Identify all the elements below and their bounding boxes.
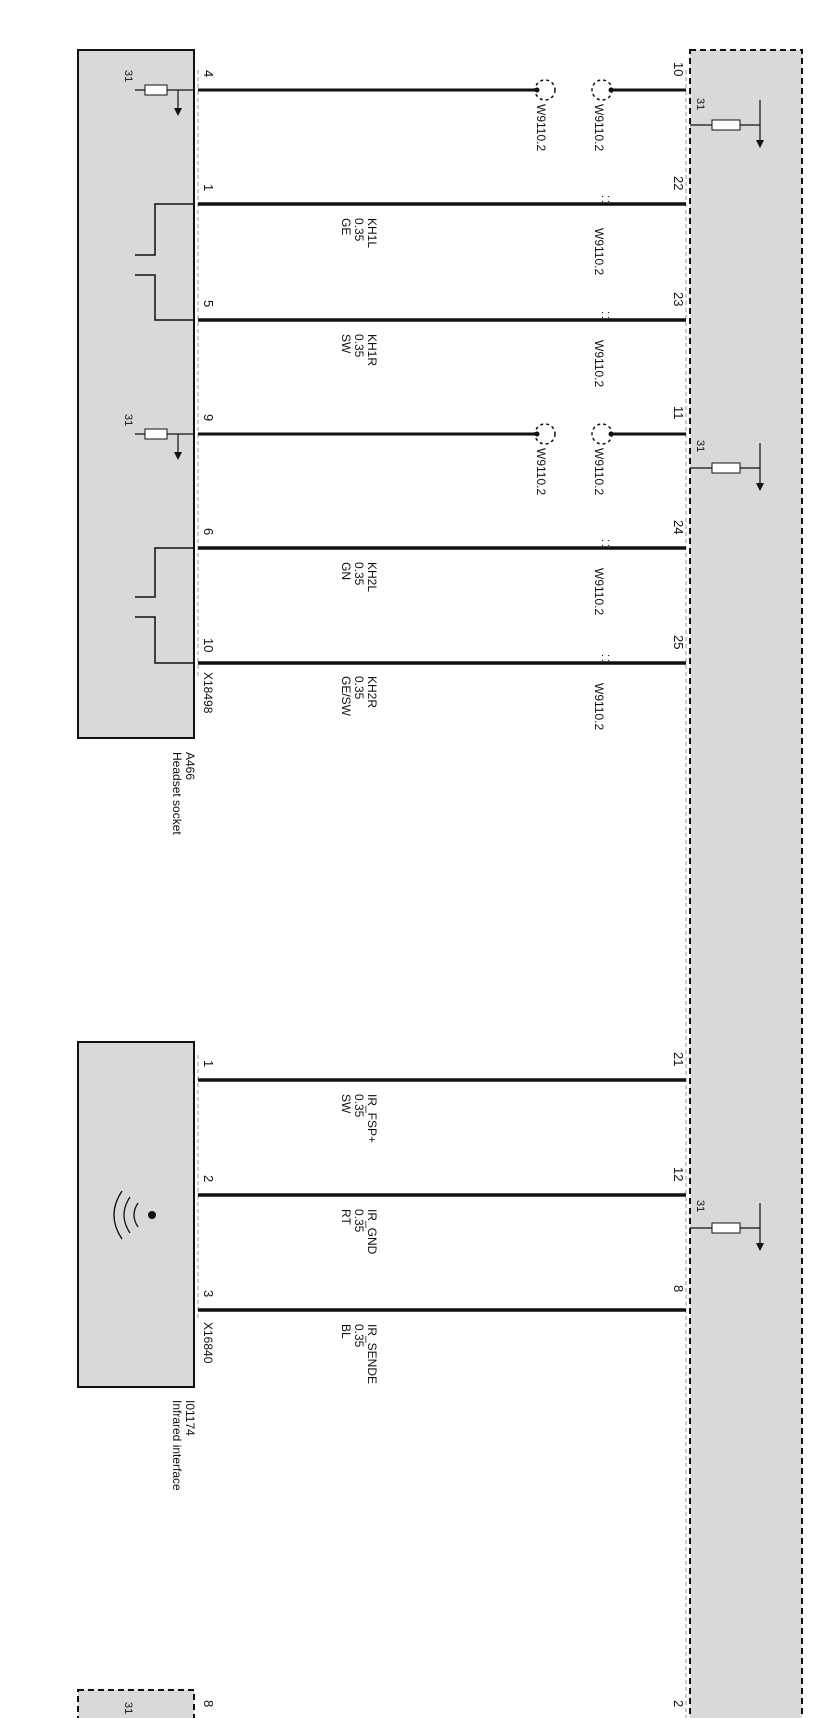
headset-socket-box [77, 49, 195, 739]
pin-number: 8 [201, 1700, 216, 1707]
pin-number: 10 [201, 638, 216, 652]
pin-number: 21 [671, 1052, 686, 1066]
wire-signal-label: IR_FSP+ 0.35 SW [339, 1094, 379, 1146]
ground-label: 31 [694, 1200, 706, 1212]
wire-4 [198, 423, 686, 445]
headset-internal-1 [135, 203, 194, 321]
ground-label: 31 [122, 70, 134, 82]
module-label-infrared: I01174 Infrared interface [170, 1400, 197, 1491]
headset-internal-2 [135, 547, 194, 664]
wire-signal-label: KH1L 0.35 GE [339, 218, 379, 251]
module-label-headset: A466 Headset socket [170, 752, 197, 835]
svg-text:: :: : : [601, 537, 610, 549]
pin-number: 12 [671, 1167, 686, 1181]
splice-label: W9110.2 [592, 104, 606, 151]
pin-number: 4 [201, 70, 216, 77]
pin-number: 3 [201, 1290, 216, 1297]
wire-signal-label: KH2L 0.35 GN [339, 562, 379, 595]
splice-label: W9110.2 [592, 448, 606, 495]
wire-signal-label: KH2R 0.35 GE/SW [339, 676, 379, 717]
ground-symbol [690, 100, 764, 148]
ground-label: 31 [122, 1702, 134, 1714]
wire-signal-label: IR_SENDE 0.35 BL [339, 1324, 379, 1387]
pin-number: 2 [671, 1700, 686, 1707]
ground-label: 31 [694, 440, 706, 452]
pin-number: 23 [671, 292, 686, 306]
pin-number: 11 [671, 406, 686, 420]
splice-label: W9110.2 [592, 683, 606, 730]
splice-label: W9110.2 [534, 104, 548, 151]
connector-id: X16840 [201, 1322, 215, 1364]
svg-text:: :: : : [601, 193, 610, 205]
splice-label: W9110.2 [592, 228, 606, 275]
pin-number: 6 [201, 528, 216, 535]
pin-number: 25 [671, 635, 686, 649]
svg-text:: :: : : [601, 309, 610, 321]
ground-symbol [135, 428, 194, 460]
pin-number: 9 [201, 414, 216, 421]
pin-number: 24 [671, 520, 686, 534]
ground-symbol [690, 443, 764, 491]
splice-label: W9110.2 [592, 340, 606, 387]
wire-signal-label: KH1R 0.35 SW [339, 334, 379, 369]
control-unit-box [689, 49, 803, 1718]
splice-label: W9110.2 [534, 448, 548, 495]
ground-symbol [135, 84, 194, 116]
pin-number: 10 [671, 62, 686, 76]
ground-label: 31 [694, 98, 706, 110]
ground-symbol [690, 1203, 764, 1251]
pin-number: 1 [201, 1060, 216, 1067]
splice-markers: : : : : : : : : [601, 193, 610, 664]
pin-number: 5 [201, 300, 216, 307]
wire-signal-label: IR_GND 0.35 RT [339, 1209, 379, 1258]
infrared-interface-box [77, 1041, 195, 1388]
svg-text:: :: : : [601, 652, 610, 664]
splice-label: W9110.2 [592, 568, 606, 615]
ground-label: 31 [122, 414, 134, 426]
connector-id: X18498 [201, 672, 215, 714]
bottom-module-box [77, 1689, 195, 1718]
pin-number: 1 [201, 184, 216, 191]
pin-number: 22 [671, 176, 686, 190]
wire-1 [198, 79, 686, 101]
infrared-icon [113, 1190, 156, 1240]
pin-number: 8 [671, 1285, 686, 1292]
pin-number: 2 [201, 1175, 216, 1182]
